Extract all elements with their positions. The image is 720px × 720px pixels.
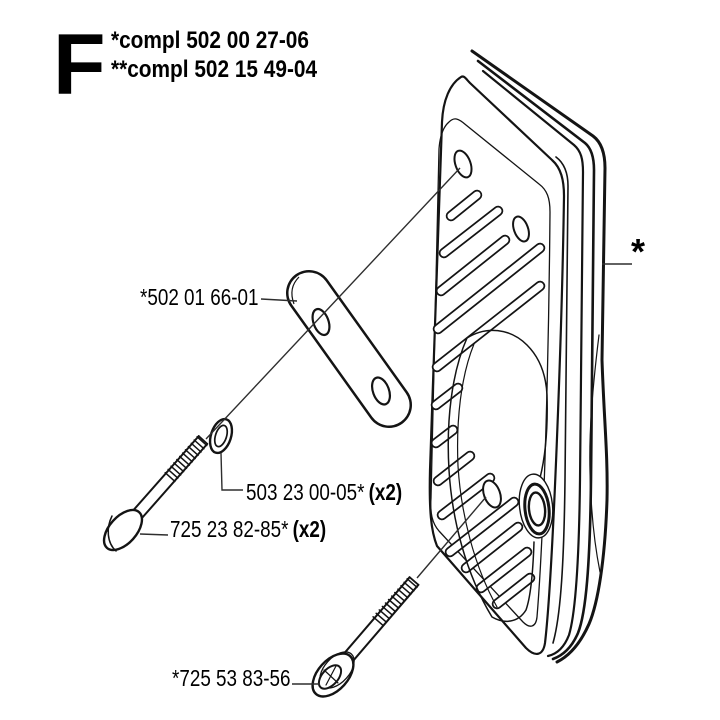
plate-hole-bottom: [370, 376, 392, 406]
leader-hex-bolt-label: [139, 533, 169, 536]
vent-slots: [430, 189, 546, 610]
label-plate-number: *502 01 66-01: [140, 284, 259, 310]
header-part-numbers: *compl 502 00 27-06 **compl 502 15 49-04: [111, 26, 317, 84]
label-socket-bolt-number: *725 53 83-56: [172, 665, 291, 691]
mounting-plate: [286, 270, 412, 428]
muffler-rim-seam: [552, 156, 569, 644]
muffler-side-crease: [589, 334, 601, 573]
leader-assembly-axis-top: [205, 167, 461, 440]
exhaust-outlet: [518, 473, 554, 539]
label-hex-bolt-number: 725 23 82-85*: [170, 516, 289, 542]
muffler-shell-line-2: [476, 59, 596, 661]
dome-recess: [447, 329, 548, 623]
mounting-holes: [453, 149, 530, 509]
mounting-hole-top: [453, 149, 473, 179]
leader-plate-label: [260, 298, 298, 302]
leader-assembly-axis-bottom: [416, 496, 487, 579]
mounting-hole-bottom: [482, 479, 502, 509]
leader-lines: [139, 167, 632, 685]
muffler-asterisk-marker: *: [631, 231, 646, 272]
socket-bolt: [311, 576, 420, 698]
label-plate: *502 01 66-01: [140, 284, 259, 310]
muffler-body: [428, 49, 609, 664]
label-washer-number: 503 23 00-05*: [246, 479, 365, 505]
mounting-hole-right: [512, 215, 530, 243]
label-socket-bolt: *725 53 83-56: [172, 665, 291, 691]
label-hex-bolt: 725 23 82-85*(x2): [170, 516, 327, 542]
hex-bolt-head: [102, 508, 144, 552]
hex-bolt-threads: [164, 436, 208, 483]
hex-bolt: [102, 435, 209, 552]
leader-washer-label: [220, 452, 243, 491]
header-line-1: *compl 502 00 27-06: [111, 27, 309, 54]
muffler-shell-line-3: [481, 69, 585, 658]
label-washer: 503 23 00-05*(x2): [246, 479, 403, 505]
socket-bolt-threads: [372, 578, 418, 627]
muffler-shell-outer: [470, 49, 609, 664]
section-letter: F: [53, 17, 106, 113]
label-hex-bolt-qty: (x2): [292, 516, 327, 542]
label-washer-qty: (x2): [368, 479, 403, 505]
muffler-front-face: [428, 75, 566, 655]
header-line-2: **compl 502 15 49-04: [111, 56, 318, 83]
